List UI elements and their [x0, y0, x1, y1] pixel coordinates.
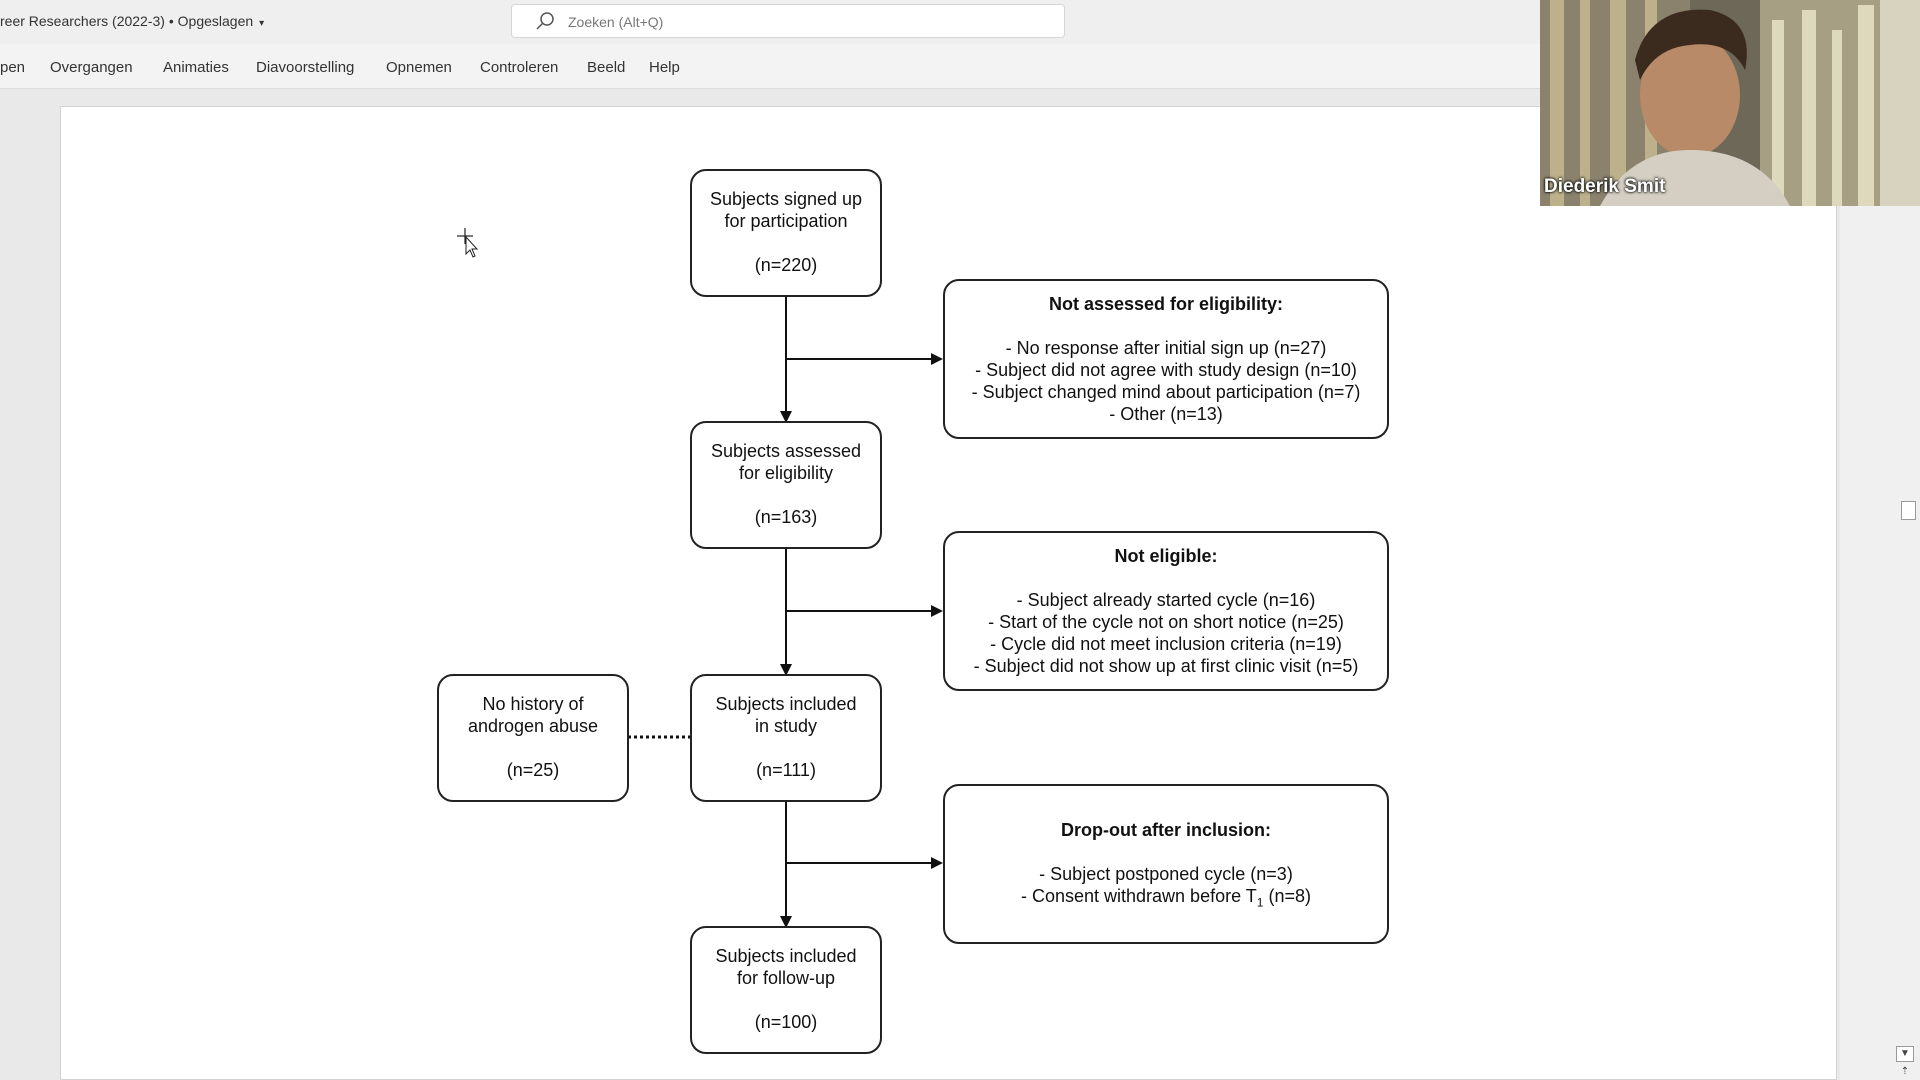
not-assessed-line: - Subject changed mind about participati… [971, 382, 1361, 402]
box-included-count: (n=111) [756, 760, 816, 780]
dropout-line: - Subject postponed cycle (n=3) [1039, 864, 1293, 884]
search-placeholder: Zoeken (Alt+Q) [568, 14, 664, 30]
search-box[interactable]: Zoeken (Alt+Q) [511, 4, 1065, 38]
box-no-history-count: (n=25) [506, 760, 560, 780]
scrollbar-thumb[interactable] [1901, 501, 1916, 520]
not-assessed-line: - Other (n=13) [1109, 404, 1223, 424]
dropout-consent-count: (n=8) [1263, 886, 1311, 906]
webcam-video [1540, 0, 1920, 206]
box-included: Subjects included in study (n=111) [690, 674, 882, 802]
box-signed-up: Subjects signed up for participation (n=… [690, 169, 882, 297]
dropout-line-consent: - Consent withdrawn before T1 (n=8) [945, 885, 1387, 914]
slide-canvas[interactable]: Subjects signed up for participation (n=… [60, 106, 1837, 1080]
box-dropout: Drop-out after inclusion: - Subject post… [943, 784, 1389, 944]
box-follow-up-count: (n=100) [754, 1012, 818, 1032]
box-not-assessed: Not assessed for eligibility: - No respo… [943, 279, 1389, 439]
document-title[interactable]: reer Researchers (2022-3) • Opgeslagen ▾ [0, 13, 264, 29]
tab-help[interactable]: Help [649, 59, 680, 76]
dropout-heading: Drop-out after inclusion: [1061, 820, 1271, 840]
box-no-history: No history of androgen abuse (n=25) [437, 674, 629, 802]
not-eligible-line: - Cycle did not meet inclusion criteria … [990, 634, 1342, 654]
search-icon [536, 12, 554, 30]
box-follow-up-text: Subjects included for follow-up [715, 946, 857, 988]
tab-controleren[interactable]: Controleren [480, 59, 559, 76]
document-title-text: reer Researchers (2022-3) • Opgeslagen [0, 13, 254, 29]
tab-diavoorstelling[interactable]: Diavoorstelling [256, 59, 355, 76]
not-assessed-line: - Subject did not agree with study desig… [975, 360, 1357, 380]
box-signed-up-text: Subjects signed up for participation [709, 189, 863, 231]
box-assessed-count: (n=163) [754, 507, 818, 527]
box-assessed-text: Subjects assessed for eligibility [710, 441, 862, 483]
scroll-down-icon[interactable]: ▼ [1896, 1046, 1914, 1062]
move-cursor-icon [457, 228, 479, 258]
not-eligible-heading: Not eligible: [1114, 546, 1218, 566]
not-eligible-line: - Subject already started cycle (n=16) [1016, 590, 1316, 610]
box-included-text: Subjects included in study [715, 694, 857, 736]
box-not-eligible: Not eligible: - Subject already started … [943, 531, 1389, 691]
box-signed-up-count: (n=220) [754, 255, 818, 275]
box-follow-up: Subjects included for follow-up (n=100) [690, 926, 882, 1054]
tab-beeld[interactable]: Beeld [587, 59, 626, 76]
flowchart-connectors [628, 296, 943, 928]
not-assessed-heading: Not assessed for eligibility: [1048, 294, 1284, 314]
tab-overgangen[interactable]: Overgangen [50, 59, 133, 76]
box-assessed: Subjects assessed for eligibility (n=163… [690, 421, 882, 549]
tab-open[interactable]: pen [0, 59, 26, 76]
scroll-up-icon[interactable]: ⇡ [1900, 1066, 1910, 1077]
chevron-down-icon[interactable]: ▾ [259, 18, 265, 29]
webcam-scene [1540, 0, 1920, 206]
box-no-history-text: No history of androgen abuse [467, 694, 599, 736]
tab-animaties[interactable]: Animaties [163, 59, 229, 76]
not-eligible-line: - Start of the cycle not on short notice… [988, 612, 1344, 632]
vertical-scrollbar[interactable] [1840, 88, 1920, 1080]
not-eligible-line: - Subject did not show up at first clini… [973, 656, 1359, 676]
not-assessed-line: - No response after initial sign up (n=2… [1005, 338, 1327, 358]
dropout-consent-text: - Consent withdrawn before T [1020, 886, 1257, 906]
tab-opnemen[interactable]: Opnemen [386, 59, 452, 76]
speaker-name-label: Diederik Smit [1544, 176, 1666, 197]
dropout-subscript: 1 [1256, 895, 1264, 910]
